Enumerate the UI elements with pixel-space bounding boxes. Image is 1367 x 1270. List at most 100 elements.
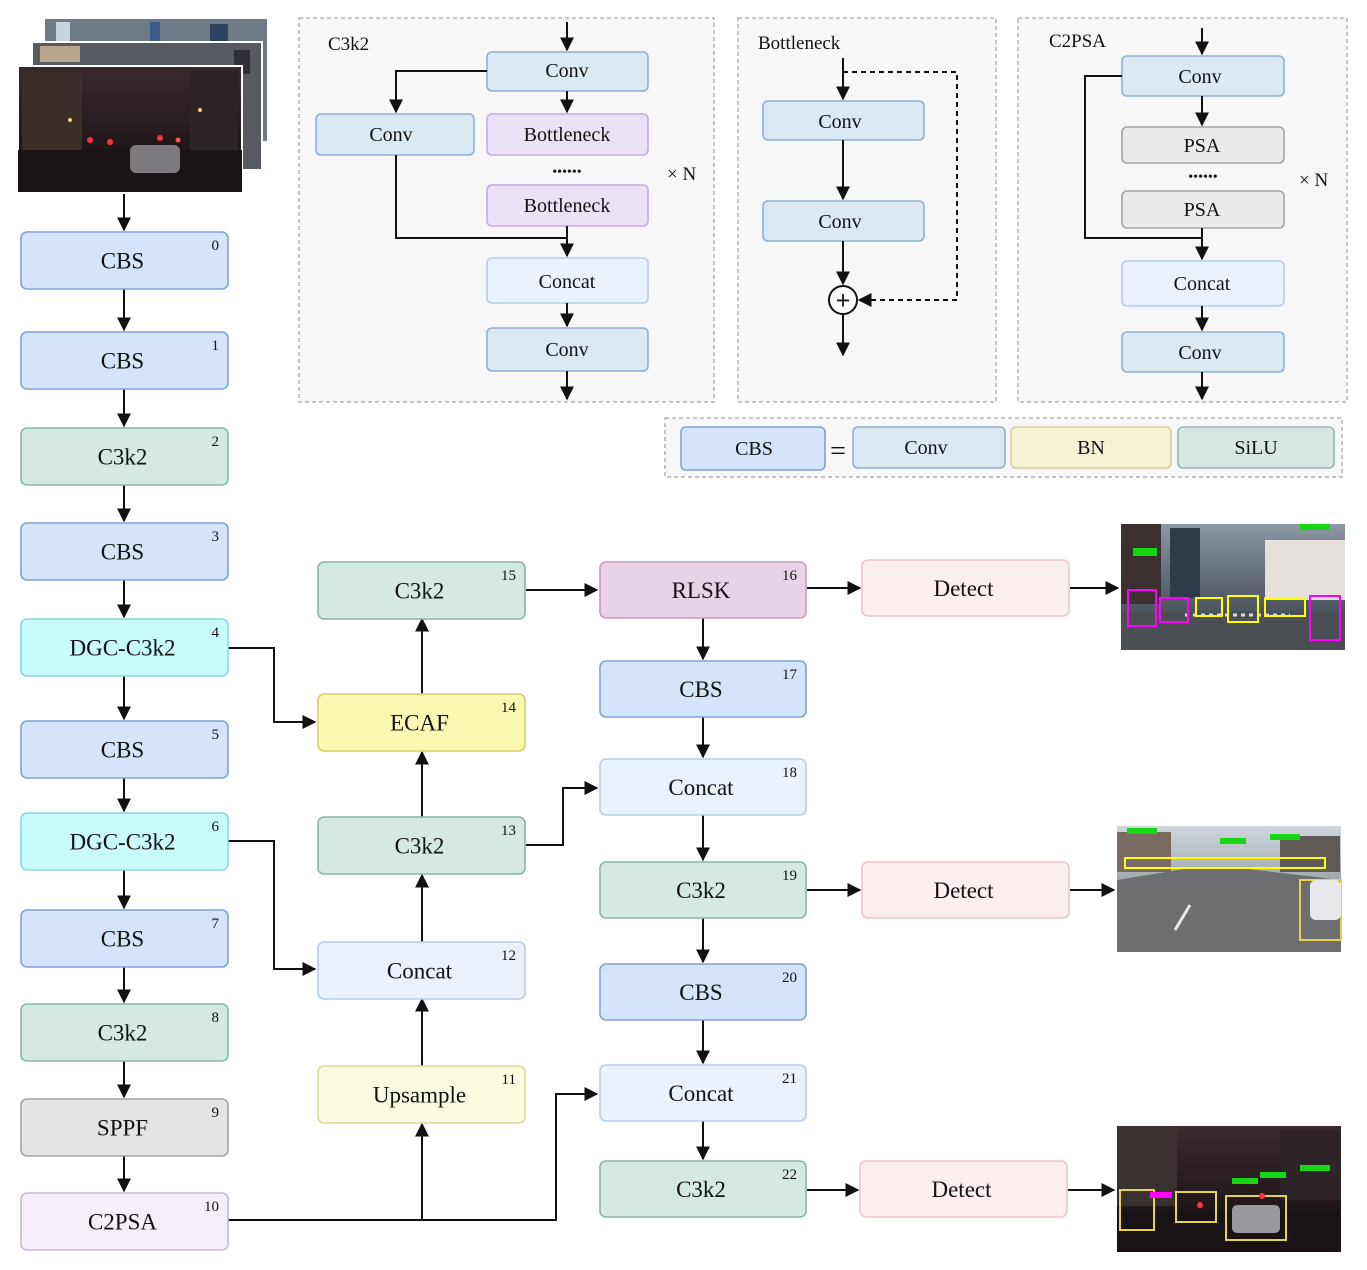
node-index: 6 xyxy=(212,819,220,835)
node-index: 10 xyxy=(204,1199,219,1215)
node-concat-21: Concat 21 xyxy=(599,1064,807,1122)
node-index: 3 xyxy=(212,529,220,545)
node-box xyxy=(20,1192,229,1251)
node-box xyxy=(20,427,229,486)
c2psa-panel-repeat: × N xyxy=(1299,170,1328,191)
node-index: 18 xyxy=(782,765,797,781)
node-label: Concat xyxy=(668,1081,734,1106)
node-box xyxy=(20,618,229,677)
node-label: C3k2 xyxy=(676,1177,726,1202)
input-image-stack xyxy=(17,17,269,193)
node-box xyxy=(861,559,1070,617)
node-index: 21 xyxy=(782,1071,797,1087)
node-box xyxy=(317,816,526,875)
connections xyxy=(117,194,1120,1221)
node-box xyxy=(20,522,229,581)
node-index: 7 xyxy=(212,916,220,932)
node-index: 14 xyxy=(501,700,517,716)
node-cbs-17: CBS 17 xyxy=(599,660,807,718)
legend-silu-box xyxy=(1177,426,1335,469)
node-box xyxy=(599,1064,807,1122)
node-label: C3k2 xyxy=(98,1021,148,1046)
node-box xyxy=(317,941,526,1000)
c3k2-detail-panel: C3k2 Conv Conv Bottleneck •••••• × N Bot… xyxy=(298,17,715,403)
node-box xyxy=(599,963,807,1021)
node-index: 4 xyxy=(212,625,220,641)
svg-text:Conv: Conv xyxy=(818,211,861,233)
node-box xyxy=(20,1003,229,1062)
node-box xyxy=(599,861,807,919)
node-label: C3k2 xyxy=(395,834,445,859)
node-index: 8 xyxy=(212,1010,220,1026)
node-label: DGC-C3k2 xyxy=(69,636,175,661)
node-index: 20 xyxy=(782,970,797,986)
node-label: C3k2 xyxy=(676,878,726,903)
c2psa-panel-title: C2PSA xyxy=(1049,31,1106,52)
node-sppf-9: SPPF 9 xyxy=(20,1098,229,1157)
node-detect: Detect xyxy=(859,1160,1068,1218)
node-box xyxy=(20,720,229,779)
node-label: Detect xyxy=(931,1177,992,1202)
node-label: CBS xyxy=(101,540,144,565)
network-nodes: CBS0CBS1C3k22CBS3DGC-C3k24CBS5DGC-C3k26C… xyxy=(20,231,1070,1251)
node-concat-18: Concat 18 xyxy=(599,758,807,816)
node-box xyxy=(20,331,229,390)
c3k2-panel-bottleneck-1 xyxy=(486,113,649,156)
output-image-top xyxy=(1121,524,1345,650)
node-box xyxy=(317,1065,526,1124)
node-c3k2-2: C3k2 2 xyxy=(20,427,229,486)
svg-text:Conv: Conv xyxy=(369,124,412,146)
node-box xyxy=(20,1098,229,1157)
node-index: 5 xyxy=(212,727,220,743)
legend-cbs-box xyxy=(680,426,826,471)
node-box xyxy=(317,693,526,752)
svg-text:CBS: CBS xyxy=(735,438,773,460)
node-label: Concat xyxy=(668,775,734,800)
node-label: DGC-C3k2 xyxy=(69,830,175,855)
node-box xyxy=(859,1160,1068,1218)
node-label: Concat xyxy=(387,959,453,984)
node-label: Detect xyxy=(933,576,994,601)
node-index: 9 xyxy=(212,1105,220,1121)
output-image-middle xyxy=(1117,826,1342,952)
legend-bn-box xyxy=(1010,426,1172,469)
node-label: CBS xyxy=(101,249,144,274)
node-box xyxy=(20,812,229,871)
svg-text:Conv: Conv xyxy=(818,111,861,133)
svg-text:Concat: Concat xyxy=(539,271,596,293)
node-label: CBS xyxy=(679,677,722,702)
node-cbs-3: CBS 3 xyxy=(20,522,229,581)
node-index: 2 xyxy=(212,434,220,450)
node-label: C3k2 xyxy=(98,445,148,470)
node-cbs-7: CBS 7 xyxy=(20,909,229,968)
node-cbs-20: CBS 20 xyxy=(599,963,807,1021)
c2psa-panel-psa-1 xyxy=(1121,126,1285,164)
svg-text:Conv: Conv xyxy=(545,60,588,82)
c3k2-panel-title: C3k2 xyxy=(328,34,369,55)
node-label: CBS xyxy=(679,980,722,1005)
node-dgc-c3k2-6: DGC-C3k2 6 xyxy=(20,812,229,871)
node-detect: Detect xyxy=(861,559,1070,617)
node-label: CBS xyxy=(101,927,144,952)
node-label: C2PSA xyxy=(88,1210,157,1235)
node-box xyxy=(599,561,807,619)
node-box xyxy=(599,1160,807,1218)
node-label: Upsample xyxy=(373,1083,466,1108)
c3k2-panel-repeat: × N xyxy=(667,164,696,185)
node-label: CBS xyxy=(101,349,144,374)
node-box xyxy=(599,660,807,718)
node-label: SPPF xyxy=(97,1116,148,1141)
svg-text:Conv: Conv xyxy=(545,339,588,361)
cbs-legend: CBS = Conv BN SiLU xyxy=(664,417,1343,478)
node-index: 17 xyxy=(782,667,798,683)
node-index: 15 xyxy=(501,568,516,584)
